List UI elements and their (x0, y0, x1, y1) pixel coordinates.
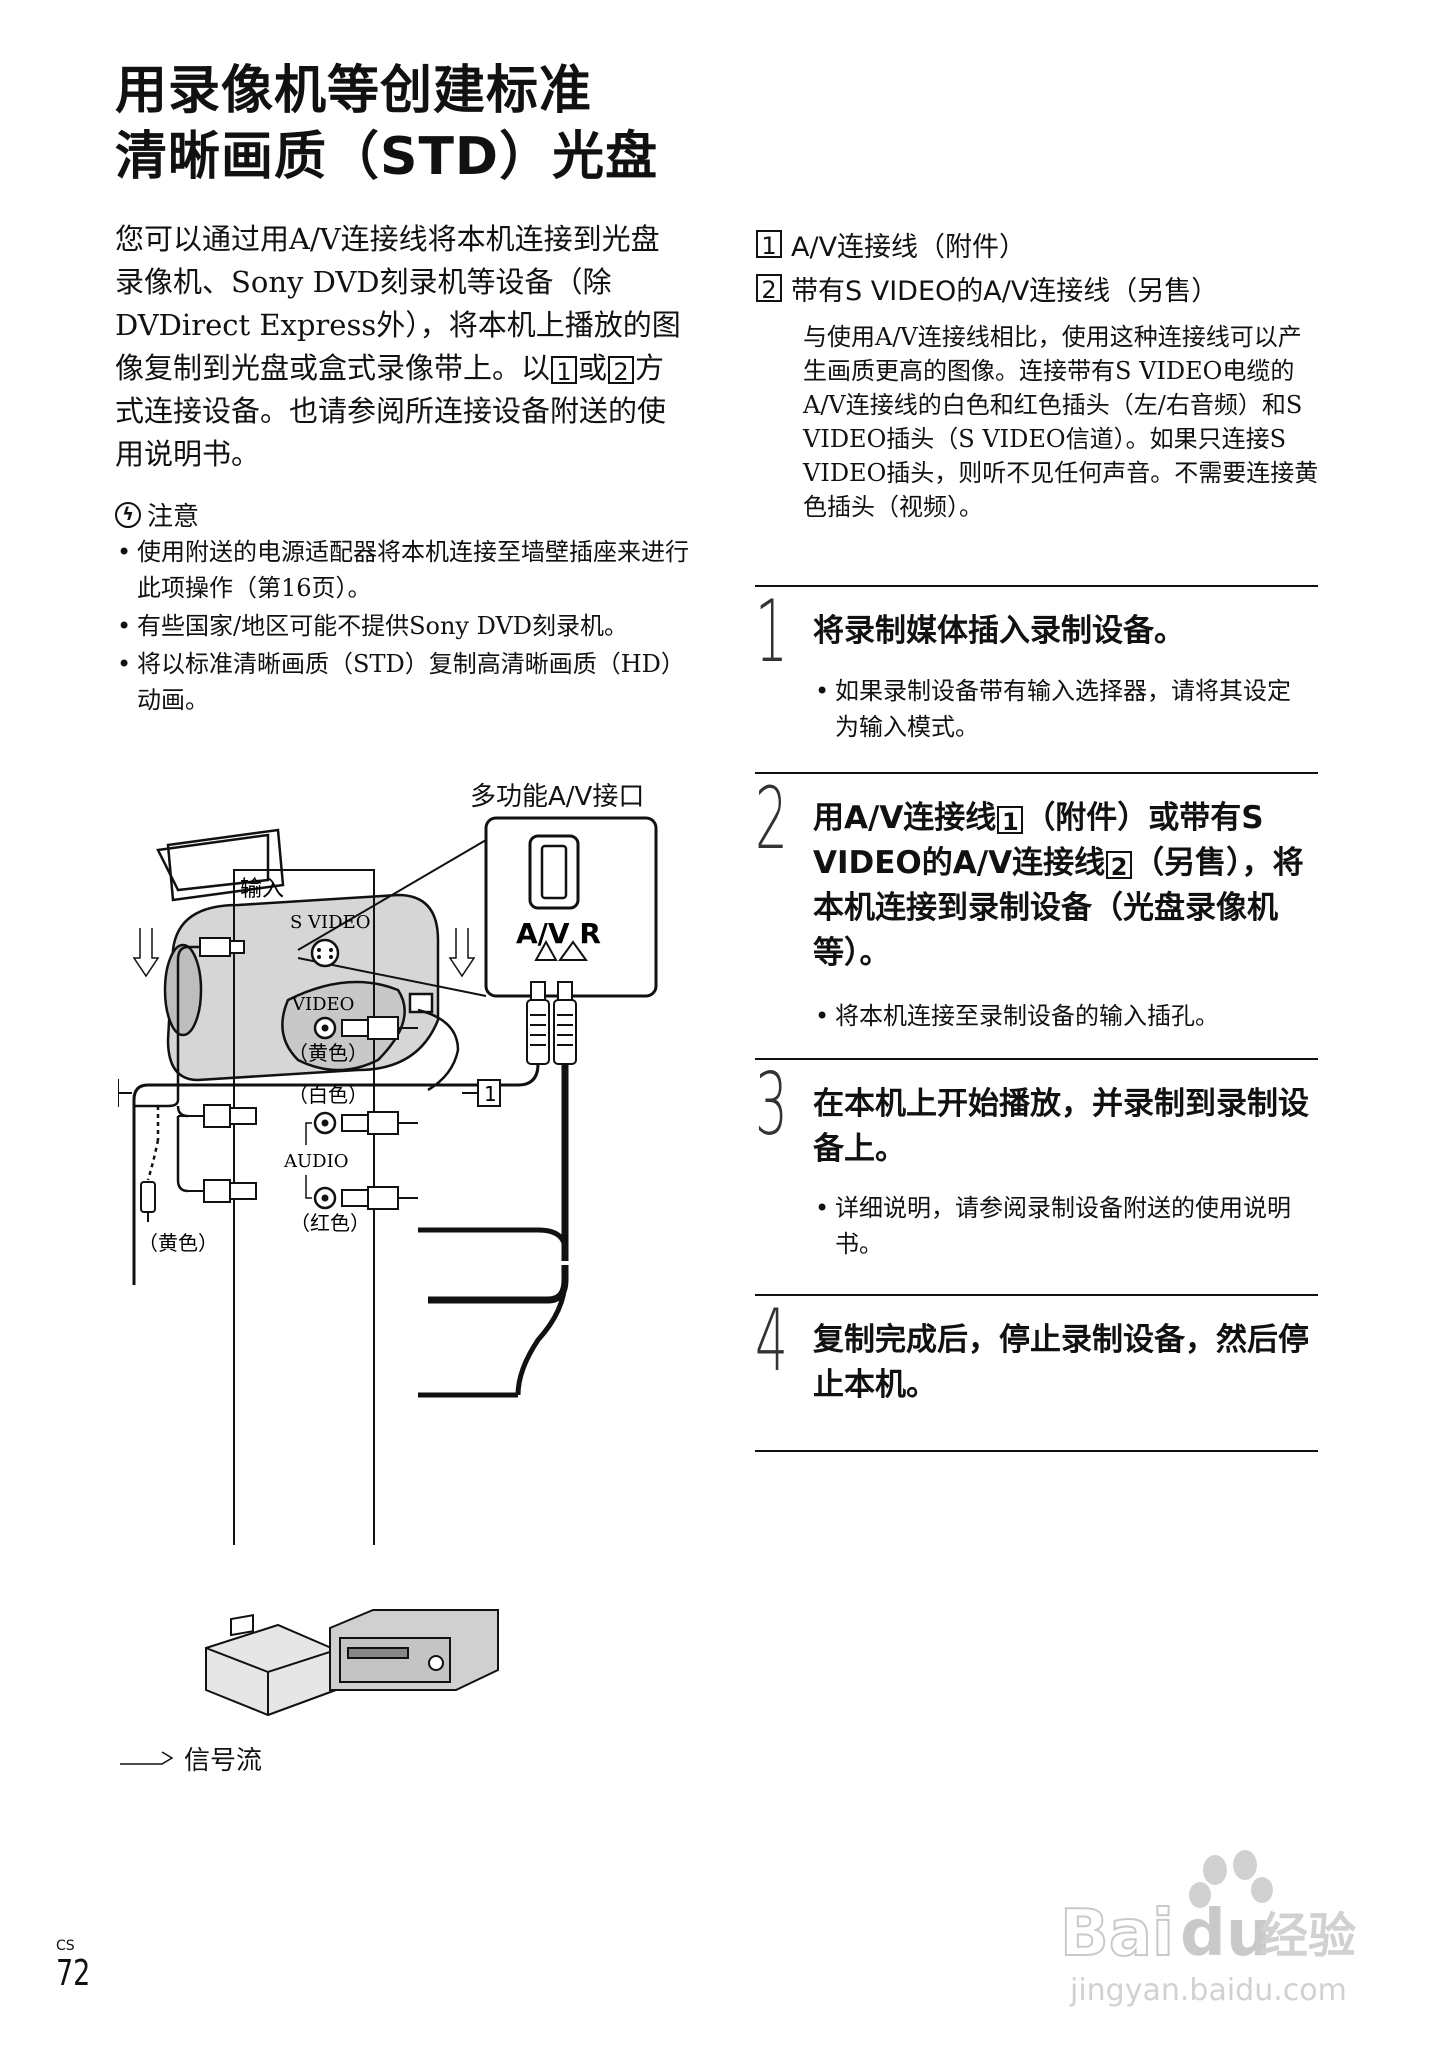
note-item: 有些国家/地区可能不提供Sony DVD刻录机。 (115, 608, 690, 644)
intro-paragraph: 您可以通过用A/V连接线将本机连接到光盘录像机、Sony DVD刻录机等设备（除… (115, 218, 685, 476)
step-2-bullet: 将本机连接至录制设备的输入插孔。 (813, 998, 1313, 1034)
notes-heading: ϟ 注意 (115, 496, 199, 533)
signal-flow-label: 信号流 (184, 1746, 263, 1776)
av-plugs (526, 981, 577, 1065)
intro-text-2: 方式连接设备。也请参阅所连接设备附送的使用说明书。 (115, 351, 667, 471)
cable-item-2: 2 带有S VIDEO的A/V连接线（另售） (755, 274, 1315, 310)
page-num: 72 (56, 1953, 91, 1994)
step-3-bullet: 详细说明，请参阅录制设备附送的使用说明书。 (813, 1190, 1313, 1262)
title-line-2: 清晰画质（STD）光盘 (115, 127, 659, 187)
yellow-plug-unused (140, 1181, 156, 1222)
step-4-number: 4 (755, 1291, 788, 1391)
intro-or: 或 (578, 351, 608, 385)
method-2-box: 2 (608, 356, 635, 386)
av-port-inset: A/V R (297, 816, 658, 998)
step-3-number: 3 (755, 1055, 788, 1155)
watermark-url: jingyan.baidu.com (1069, 1973, 1347, 2008)
step-4: 4 复制完成后，停止录制设备，然后停止本机。 (755, 1294, 1318, 1451)
baidu-watermark: Bai du 经验 jingyan.baidu.com (1050, 1840, 1380, 2030)
cable-2-number: 2 (756, 274, 782, 304)
step-2-cable-2-box: 2 (1106, 850, 1133, 881)
step-1-text: 将录制媒体插入录制设备。 (813, 613, 1185, 649)
yellow-left-label: （黄色） (138, 1231, 218, 1255)
step-2-number: 2 (755, 769, 788, 869)
cable-1-label: A/V连接线（附件） (791, 232, 1027, 263)
method-1-box: 1 (551, 356, 578, 386)
page-number: CS 72 (56, 1938, 102, 1994)
cable-item-1: 1 A/V连接线（附件） (755, 230, 1315, 266)
step-2-cable-1-box: 1 (997, 805, 1024, 836)
step-3-text: 在本机上开始播放，并录制到录制设备上。 (813, 1086, 1309, 1167)
step-4-text: 复制完成后，停止录制设备，然后停止本机。 (813, 1322, 1309, 1403)
audio-label: AUDIO (283, 1151, 348, 1172)
cable-2-branches (132, 945, 200, 1285)
input-label: 输入 (240, 877, 284, 902)
watermark-brand-a: Bai (1060, 1897, 1174, 1971)
port-label: 多功能A/V接口 (470, 782, 645, 812)
cable-1 (418, 1064, 586, 1398)
signal-arrows-down (132, 928, 476, 978)
s-video-label: S VIDEO (290, 912, 371, 933)
red-label: （红色） (290, 1211, 370, 1235)
yellow-label: （黄色） (288, 1041, 368, 1065)
watermark-cn: 经验 (1260, 1908, 1356, 1964)
notes-heading-label: 注意 (147, 502, 200, 532)
s-video-jack (310, 938, 340, 968)
title-line-1: 用录像机等创建标准 (115, 61, 593, 121)
connection-diagram: A/V R 输入 S VIDEO VIDEO （黄色） （白 (118, 816, 658, 1717)
av-r-label: A/V R (516, 917, 601, 950)
recording-devices (205, 1609, 499, 1717)
caution-icon: ϟ (115, 501, 141, 528)
cable-2 (132, 1063, 540, 1285)
note-item: 将以标准清晰画质（STD）复制高清晰画质（HD）动画。 (115, 646, 690, 718)
callout-1: 1 (462, 1079, 501, 1107)
baidu-paw-icon: Bai du 经验 jingyan.baidu.com (1059, 1850, 1356, 2008)
step-1-bullet: 如果录制设备带有输入选择器，请将其设定为输入模式。 (813, 673, 1313, 745)
cable-2-label: 带有S VIDEO的A/V连接线（另售） (791, 276, 1219, 307)
step-3: 3 在本机上开始播放，并录制到录制设备上。 详细说明，请参阅录制设备附送的使用说… (755, 1058, 1318, 1295)
step-1-number: 1 (755, 582, 788, 682)
rca-plugs (178, 937, 418, 1210)
page-title: 用录像机等创建标准 清晰画质（STD）光盘 (115, 58, 715, 190)
cable-2-description: 与使用A/V连接线相比，使用这种连接线可以产生画质更高的图像。连接带有S VID… (803, 323, 1319, 521)
cable-list: 1 A/V连接线（附件） 2 带有S VIDEO的A/V连接线（另售） (755, 230, 1315, 310)
note-item: 使用附送的电源适配器将本机连接至墙壁插座来进行此项操作（第16页）。 (115, 534, 690, 606)
signal-flow-icon (120, 1750, 174, 1765)
step-1: 1 将录制媒体插入录制设备。 如果录制设备带有输入选择器，请将其设定为输入模式。 (755, 585, 1318, 772)
cable-1-number: 1 (756, 230, 782, 260)
callout-2: 2 (118, 1079, 132, 1107)
signal-arrows-up (534, 939, 588, 961)
svg-text:1: 1 (484, 1082, 497, 1106)
white-label: （白色） (288, 1083, 368, 1107)
page-lang: CS (56, 1938, 75, 1954)
signal-flow-legend: 信号流 (118, 1740, 262, 1777)
intro-text-1: 您可以通过用A/V连接线将本机连接到光盘录像机、Sony DVD刻录机等设备（除… (115, 222, 681, 385)
notes-list: 使用附送的电源适配器将本机连接至墙壁插座来进行此项操作（第16页）。 有些国家/… (115, 534, 690, 720)
video-label: VIDEO (291, 994, 354, 1015)
steps-end-rule (755, 1450, 1318, 1452)
watermark-brand-b: du (1180, 1897, 1271, 1971)
